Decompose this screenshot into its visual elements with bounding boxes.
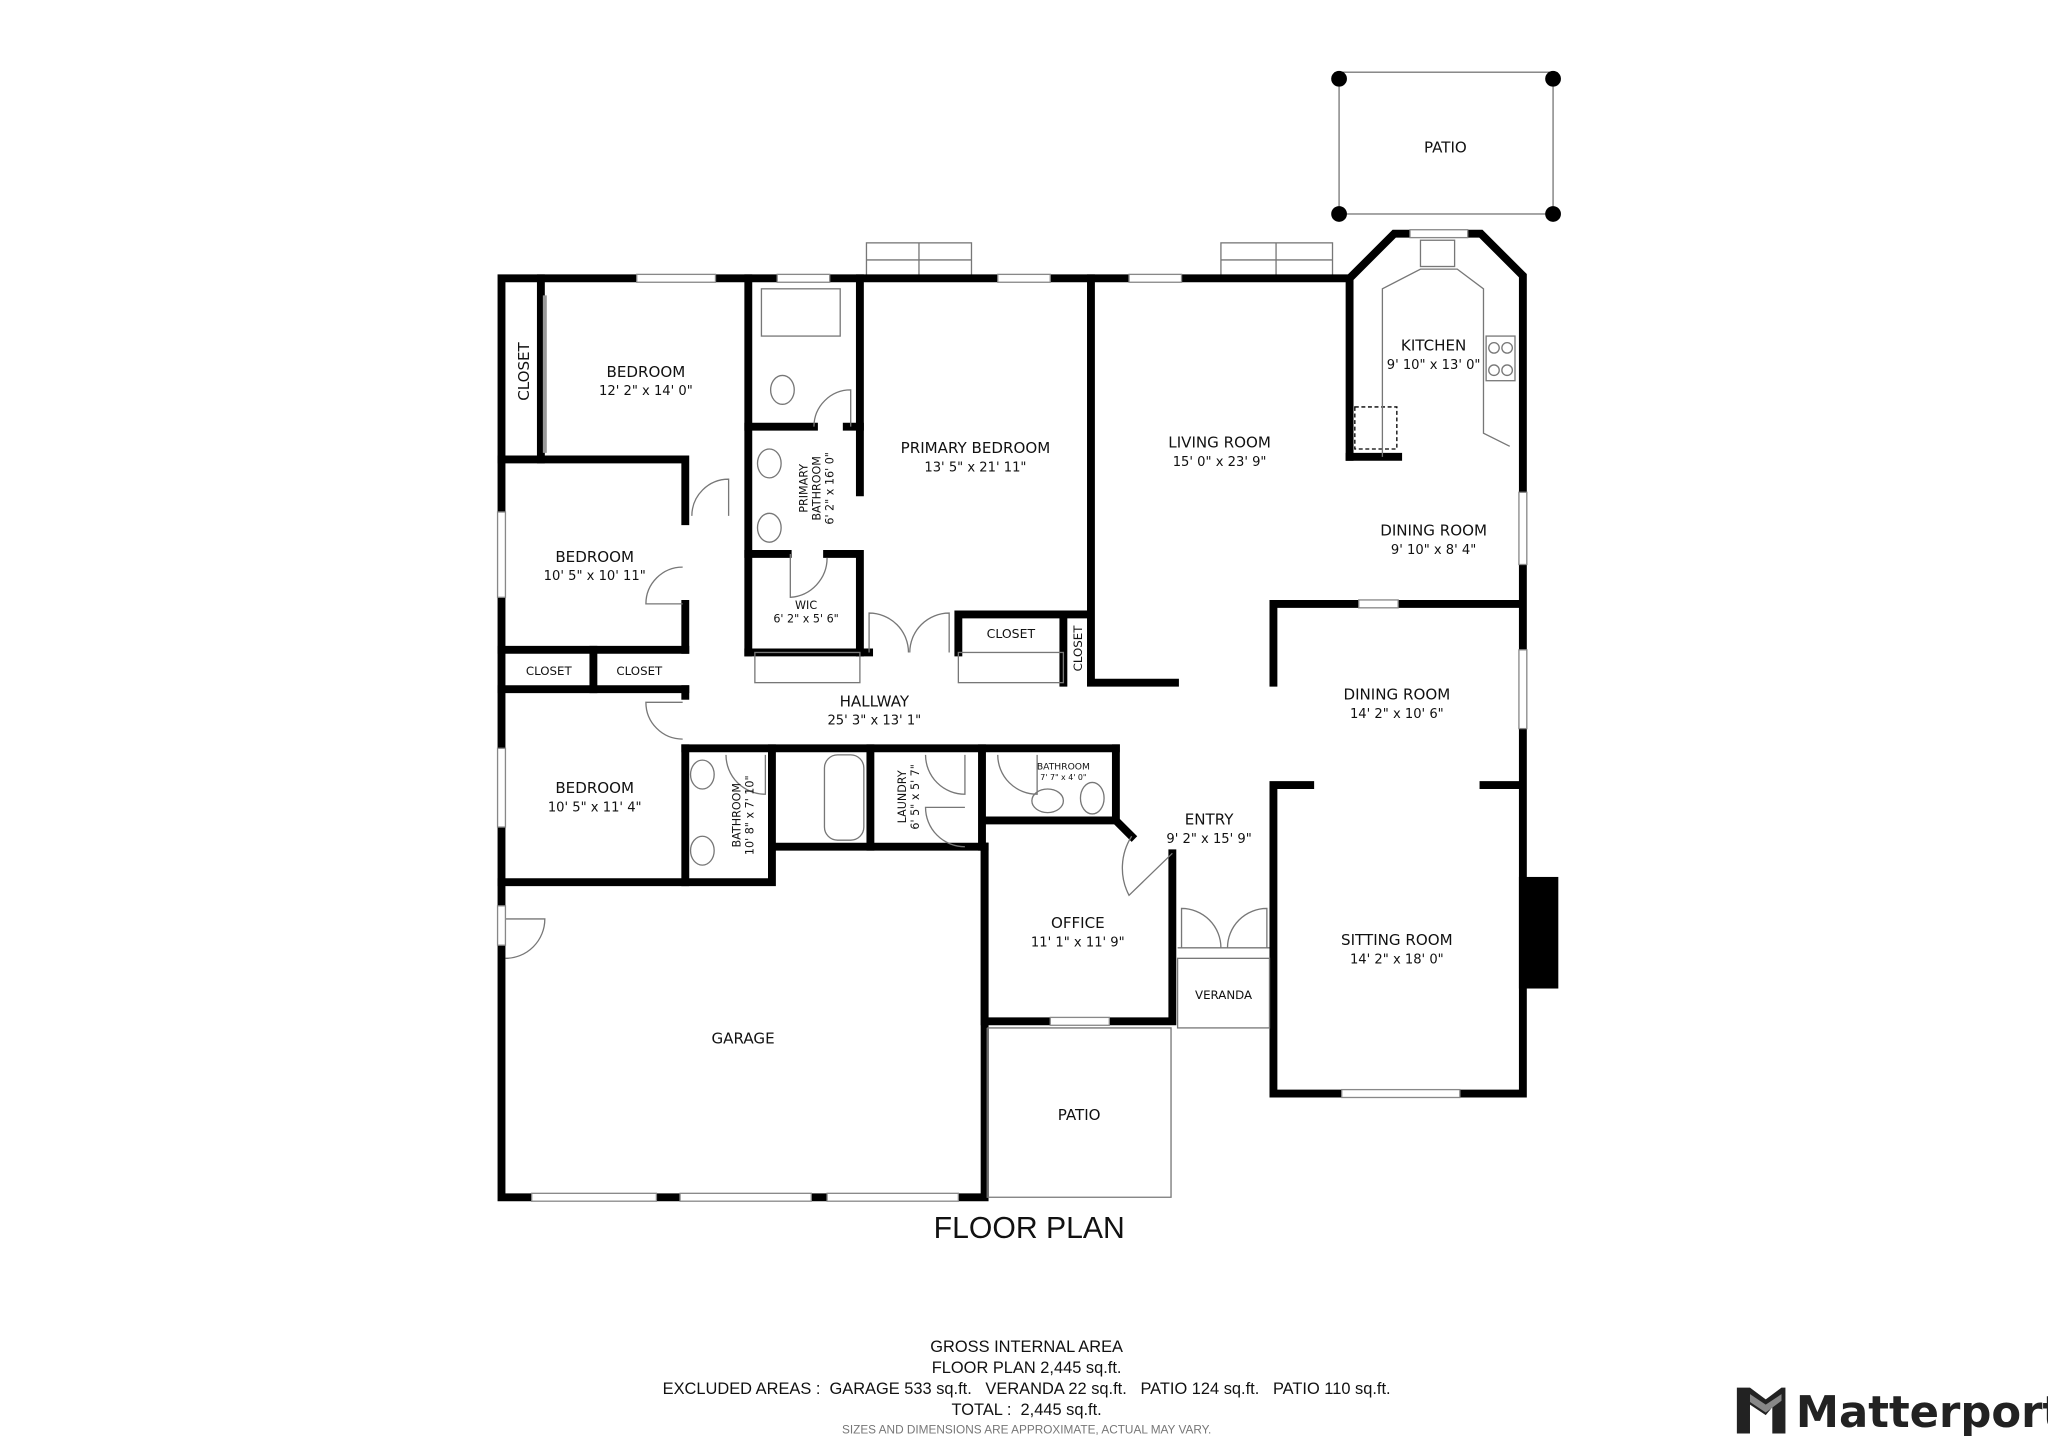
area-disclaimer: SIZES AND DIMENSIONS ARE APPROXIMATE, AC… — [842, 1423, 1211, 1437]
room-label-patio-top: PATIO — [1424, 138, 1467, 156]
room-dims-living-room: 15' 0" x 23' 9" — [1173, 455, 1267, 470]
matterport-wordmark: Matterport — [1796, 1388, 2048, 1438]
room-label-primary-bedroom: PRIMARY BEDROOM — [901, 439, 1051, 457]
area-excluded: EXCLUDED AREAS : GARAGE 533 sq.ft. VERAN… — [663, 1380, 1391, 1398]
thin-structures — [496, 229, 1528, 1202]
room-dims-dining-room-2: 14' 2" x 10' 6" — [1350, 707, 1444, 722]
room-label-kitchen: KITCHEN — [1401, 337, 1466, 355]
room-label-closet-3: CLOSET — [1071, 625, 1085, 672]
room-label-living-room: LIVING ROOM — [1168, 434, 1271, 452]
room-dims-wic: 6' 2" x 5' 6" — [773, 612, 838, 625]
room-label-hallway: HALLWAY — [840, 692, 910, 710]
room-label-dining-room-2: DINING ROOM — [1343, 686, 1450, 704]
area-total: TOTAL : 2,445 sq.ft. — [952, 1401, 1102, 1419]
room-dims-bathroom-2: 7' 7" x 4' 0" — [1040, 773, 1086, 782]
room-label-entry: ENTRY — [1185, 810, 1235, 828]
room-dims-sitting-room: 14' 2" x 18' 0" — [1350, 953, 1444, 968]
room-label-dining-room-1: DINING ROOM — [1380, 522, 1487, 540]
room-label-closet-4: CLOSET — [526, 664, 573, 678]
matterport-logo: Matterport — [1736, 1387, 2048, 1438]
room-dims-bedroom-1: 12' 2" x 14' 0" — [599, 384, 693, 399]
room-dims-hallway: 25' 3" x 13' 1" — [827, 714, 921, 729]
area-floor-plan: FLOOR PLAN 2,445 sq.ft. — [932, 1359, 1122, 1377]
area-summary: GROSS INTERNAL AREA FLOOR PLAN 2,445 sq.… — [663, 1338, 1391, 1436]
room-dims-bedroom-2: 10' 5" x 10' 11" — [544, 569, 646, 584]
room-label-veranda: VERANDA — [1195, 988, 1252, 1002]
room-label-bedroom-2: BEDROOM — [555, 548, 634, 566]
room-label-wic: WIC — [795, 599, 817, 612]
room-labels: PATIO KITCHEN 9' 10" x 13' 0" BEDROOM 12… — [515, 138, 1487, 1124]
room-dims-office: 11' 1" x 11' 9" — [1031, 936, 1125, 951]
patio-top — [1331, 70, 1561, 222]
room-label-primary-bathroom-2: BATHROOM — [811, 456, 824, 520]
room-dims-laundry: 6' 5" x 5' 7" — [909, 764, 922, 829]
room-dims-primary-bathroom: 6' 2" x 16' 0" — [824, 452, 837, 525]
room-dims-bathroom-1: 10' 8" x 7' 10" — [744, 775, 757, 855]
room-dims-primary-bedroom: 13' 5" x 21' 11" — [924, 460, 1026, 475]
room-label-garage: GARAGE — [711, 1030, 774, 1048]
room-dims-dining-room-1: 9' 10" x 8' 4" — [1391, 543, 1476, 558]
room-label-laundry: LAUNDRY — [896, 770, 909, 823]
room-label-sitting-room: SITTING ROOM — [1341, 931, 1453, 949]
room-label-closet-1: CLOSET — [515, 341, 533, 400]
room-label-bedroom-3: BEDROOM — [555, 779, 634, 797]
matterport-logo-icon — [1736, 1387, 1786, 1434]
room-label-primary-bathroom: PRIMARY — [797, 464, 810, 513]
room-label-office: OFFICE — [1051, 914, 1105, 932]
room-label-closet-2: CLOSET — [987, 626, 1036, 641]
area-heading: GROSS INTERNAL AREA — [930, 1338, 1123, 1356]
room-label-patio-bottom: PATIO — [1058, 1106, 1101, 1124]
room-label-bathroom-2: BATHROOM — [1037, 761, 1090, 772]
floor-plan-title: FLOOR PLAN — [934, 1212, 1125, 1245]
room-label-bathroom-1: BATHROOM — [730, 783, 743, 847]
room-dims-bedroom-3: 10' 5" x 11' 4" — [548, 800, 642, 815]
room-dims-kitchen: 9' 10" x 13' 0" — [1387, 358, 1481, 373]
room-dims-entry: 9' 2" x 15' 9" — [1166, 832, 1251, 847]
room-label-closet-5: CLOSET — [616, 664, 663, 678]
room-label-bedroom-1: BEDROOM — [607, 363, 686, 381]
